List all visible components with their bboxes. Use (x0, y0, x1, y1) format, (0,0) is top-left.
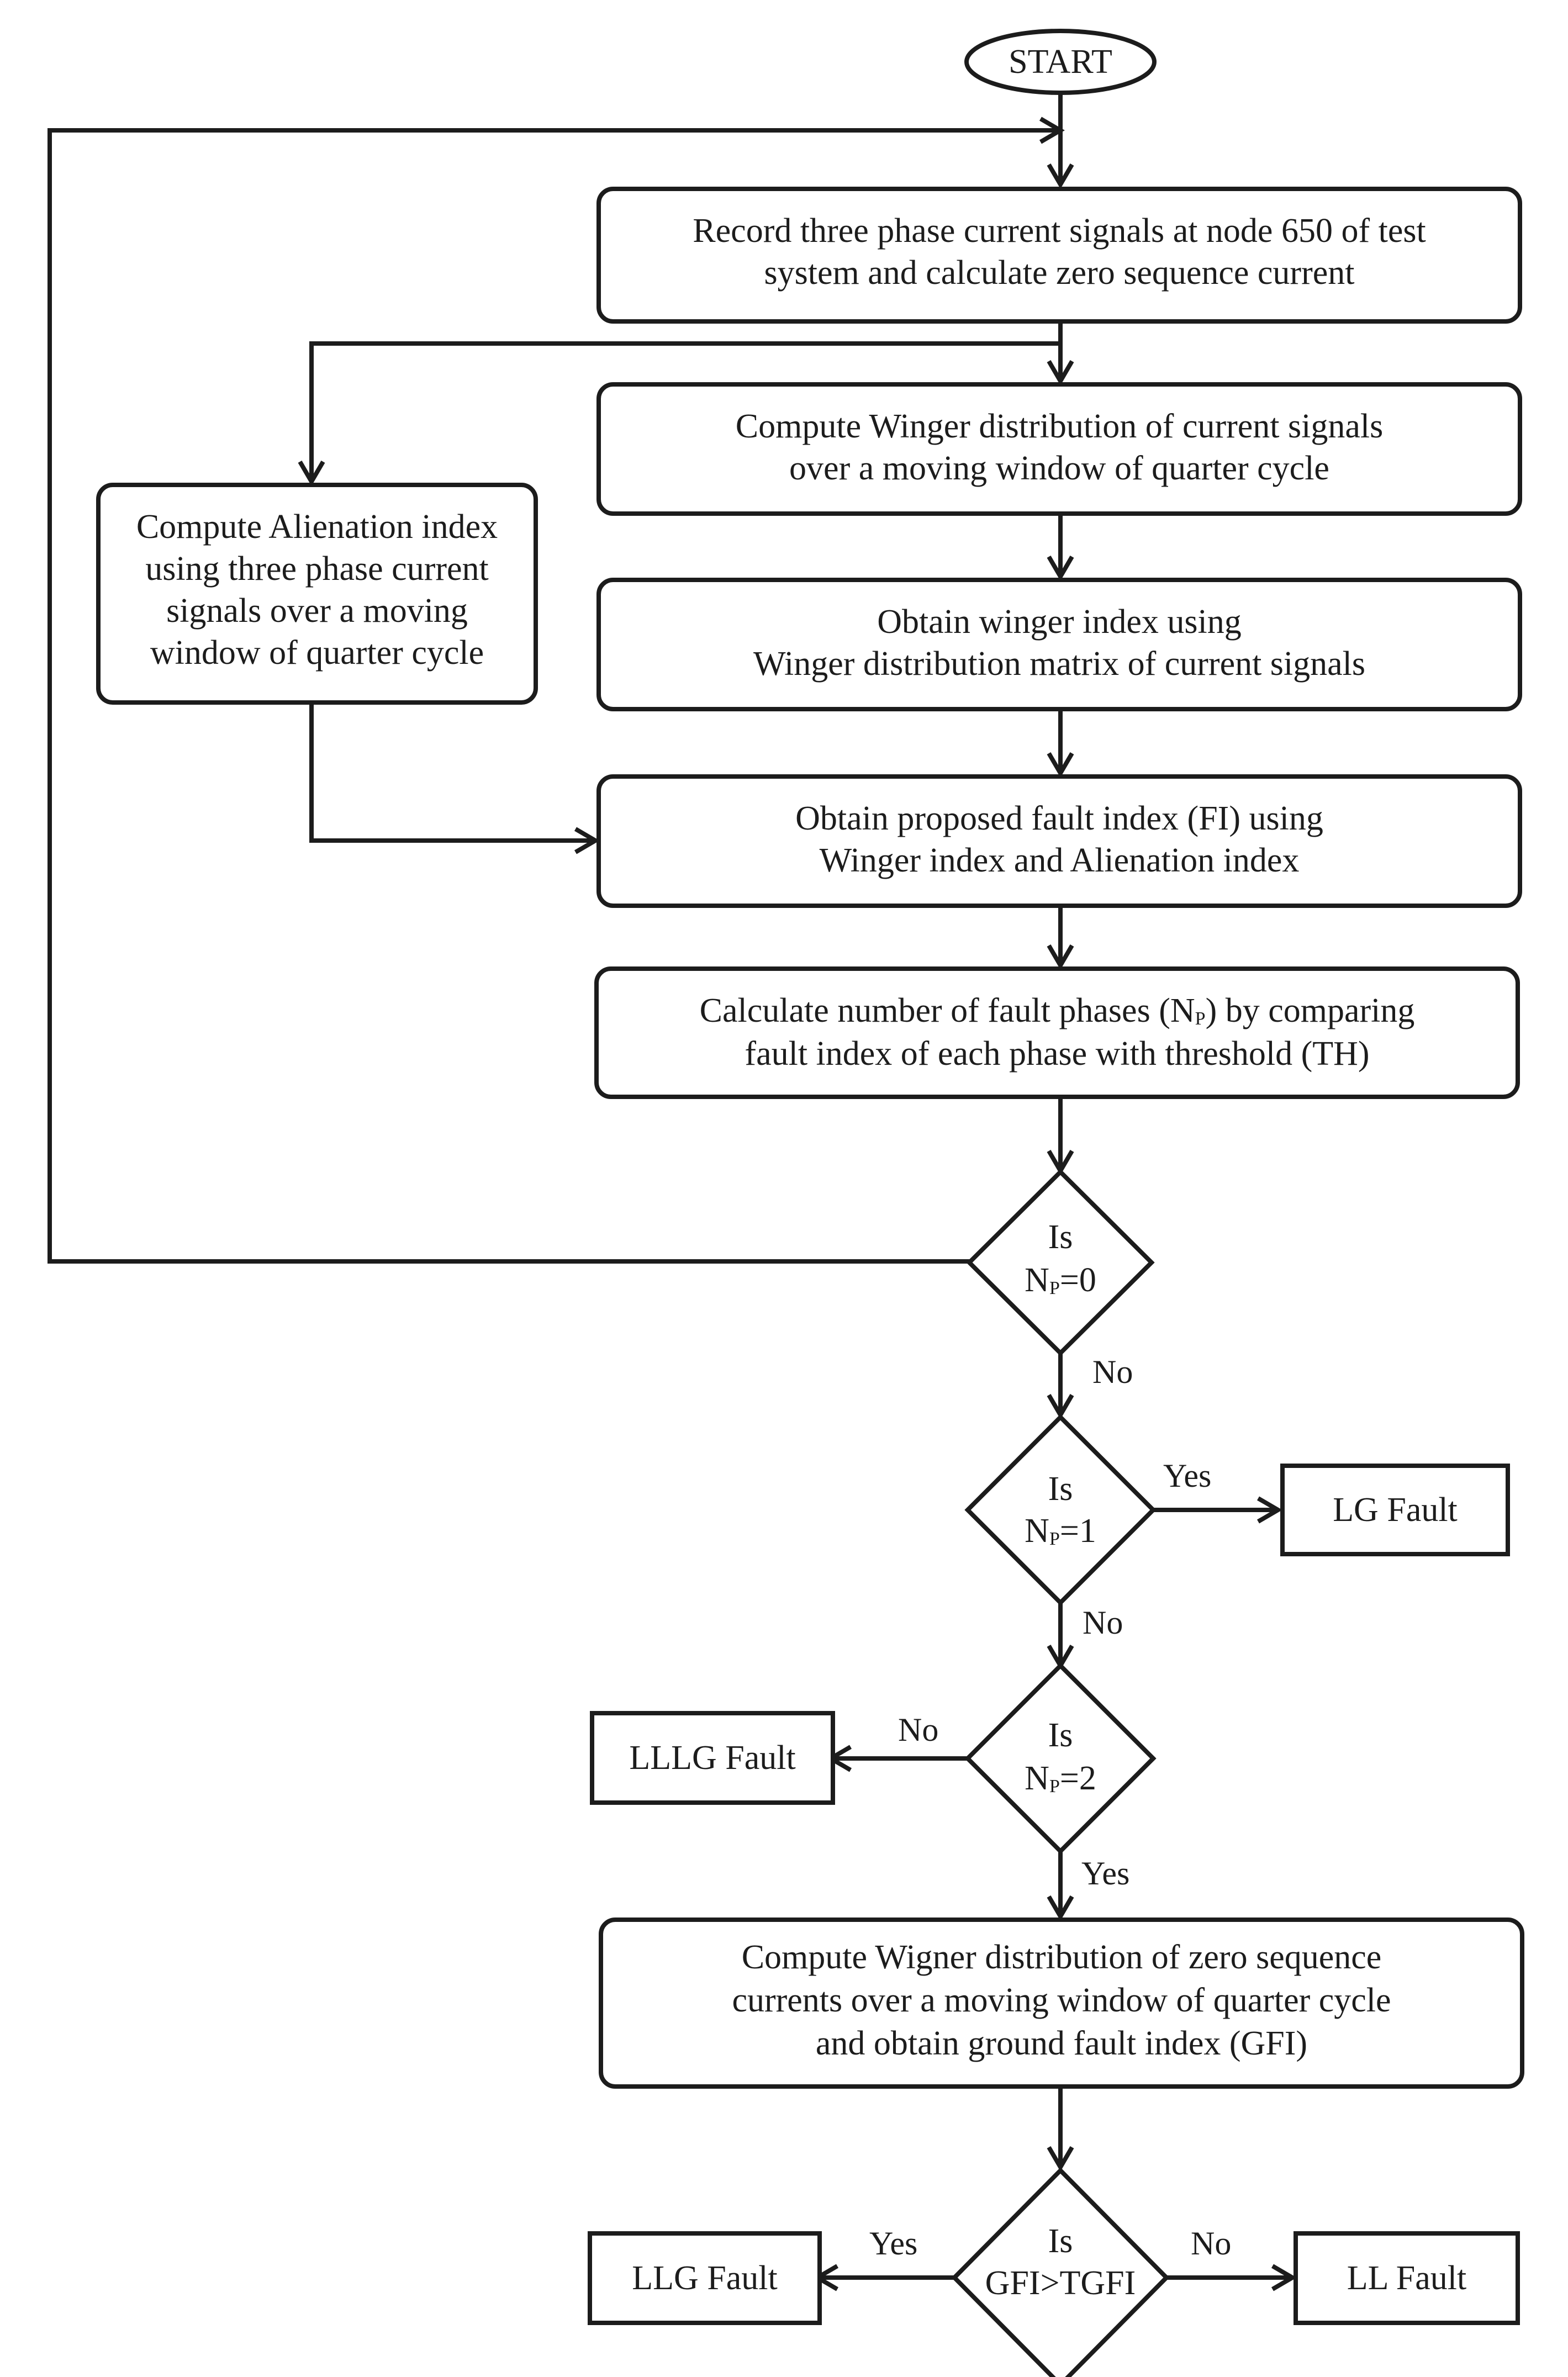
arrow-record-to-alienation (298, 341, 1060, 486)
fault-index-line-2: Winger index and Alienation index (820, 842, 1300, 879)
label-dec2-no: No (898, 1712, 938, 1748)
decision-np-equals-1: Is NP=1 (964, 1414, 1157, 1606)
gfi-cond: GFI>TGFI (985, 2264, 1136, 2302)
llg-fault-label: LLG Fault (632, 2259, 777, 2297)
decision-gfi-threshold: Is GFI>TGFI (951, 2167, 1170, 2377)
dec2-is: Is (1048, 1716, 1073, 1754)
label-dec1-no: No (1083, 1604, 1123, 1641)
edge-labels: No Yes No No Yes Yes No (869, 1354, 1231, 2262)
label-gfi-yes: Yes (869, 2225, 917, 2262)
outcome-lg-fault: LG Fault (1280, 1464, 1510, 1556)
alienation-line-4: window of quarter cycle (150, 634, 484, 672)
dec1-cond: NP=1 (1025, 1512, 1096, 1550)
alienation-line-3: signals over a moving (166, 592, 468, 630)
process-fault-index: Obtain proposed fault index (FI) using W… (596, 774, 1522, 908)
process-alienation-index: Compute Alienation index using three pha… (96, 483, 538, 705)
alienation-line-2: using three phase current (145, 550, 488, 588)
start-label: START (1009, 43, 1112, 81)
decision-np-equals-0: Is NP=0 (966, 1169, 1155, 1356)
record-line-1: Record three phase current signals at no… (693, 212, 1426, 250)
fault-index-line-1: Obtain proposed fault index (FI) using (795, 800, 1323, 837)
outcome-ll-fault: LL Fault (1294, 2231, 1520, 2325)
wigner-dist-line-2: over a moving window of quarter cycle (789, 450, 1329, 487)
outcome-lllg-fault: LLLG Fault (590, 1711, 835, 1805)
arrow-loop-back-np0 (47, 117, 1065, 1264)
label-dec2-yes: Yes (1081, 1855, 1129, 1892)
zero-seq-line-2: currents over a moving window of quarter… (732, 1982, 1391, 2019)
label-dec1-yes: Yes (1163, 1457, 1211, 1494)
dec2-cond: NP=2 (1025, 1760, 1096, 1797)
label-gfi-no: No (1191, 2225, 1231, 2262)
num-phases-line-2: fault index of each phase with threshold… (745, 1035, 1369, 1073)
winger-index-line-1: Obtain winger index using (877, 603, 1242, 641)
outcome-llg-fault: LLG Fault (588, 2231, 822, 2325)
process-wigner-distribution: Compute Winger distribution of current s… (596, 382, 1522, 516)
zero-seq-line-1: Compute Wigner distribution of zero sequ… (742, 1938, 1382, 1976)
record-line-2: system and calculate zero sequence curre… (764, 254, 1355, 292)
lg-fault-label: LG Fault (1333, 1491, 1458, 1529)
decision-np-equals-2: Is NP=2 (964, 1662, 1157, 1855)
wigner-dist-line-1: Compute Winger distribution of current s… (736, 408, 1383, 445)
num-phases-line-1: Calculate number of fault phases (NP) by… (700, 992, 1415, 1029)
gfi-is: Is (1048, 2222, 1073, 2260)
label-dec0-no: No (1092, 1354, 1133, 1390)
winger-index-line-2: Winger distribution matrix of current si… (753, 645, 1365, 683)
start-terminal: START (964, 29, 1157, 95)
process-number-of-fault-phases: Calculate number of fault phases (NP) by… (594, 966, 1520, 1099)
process-record-signals: Record three phase current signals at no… (596, 187, 1522, 324)
lllg-fault-label: LLLG Fault (629, 1739, 795, 1777)
dec1-is: Is (1048, 1470, 1073, 1508)
process-zero-sequence-gfi: Compute Wigner distribution of zero sequ… (599, 1918, 1524, 2089)
dec0-cond: NP=0 (1025, 1261, 1096, 1299)
alienation-line-1: Compute Alienation index (136, 508, 498, 546)
ll-fault-label: LL Fault (1347, 2259, 1466, 2297)
zero-seq-line-3: and obtain ground fault index (GFI) (816, 2025, 1307, 2062)
arrow-alienation-to-fi (309, 702, 600, 854)
dec0-is: Is (1048, 1218, 1073, 1256)
process-winger-index: Obtain winger index using Winger distrib… (596, 578, 1522, 711)
connectors (47, 93, 1297, 2291)
